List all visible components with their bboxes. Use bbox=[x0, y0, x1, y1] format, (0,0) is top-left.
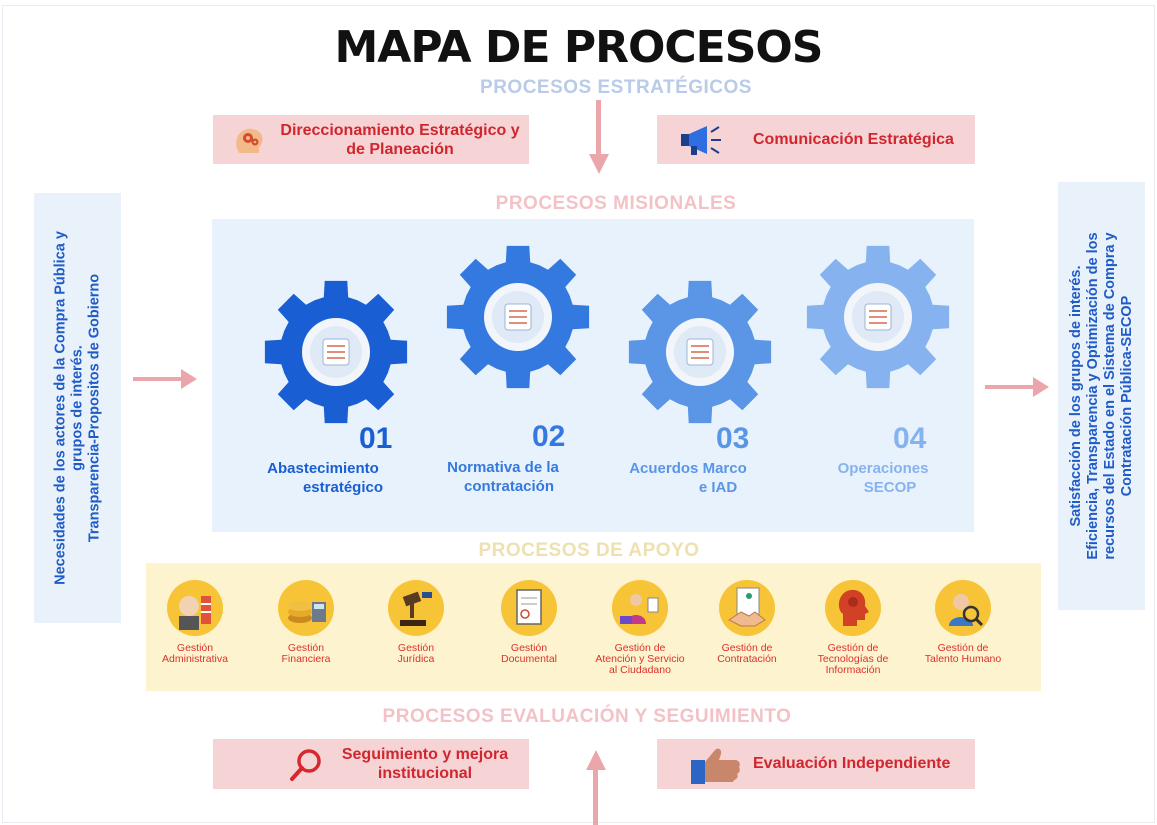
gear-acuerdos bbox=[625, 277, 775, 427]
apoyo-label-line: Gestión bbox=[176, 642, 214, 654]
section-title-apoyo: PROCESOS DE APOYO bbox=[478, 540, 700, 561]
apoyo-label-line: Gestión bbox=[510, 642, 548, 654]
process-label: Evaluación Independiente bbox=[753, 755, 951, 772]
outputs-panel: Satisfacción de los grupos de interés. E… bbox=[1058, 182, 1145, 610]
document-list-icon bbox=[492, 291, 544, 343]
thumbs-up-icon bbox=[691, 748, 740, 784]
process-label-acuerdos: Acuerdos Marco e IAD bbox=[608, 459, 768, 497]
apoyo-label-line: al Ciudadano bbox=[609, 664, 671, 676]
process-label-normativa: Normativa de la contratación bbox=[423, 458, 583, 496]
ai-head-icon bbox=[825, 580, 881, 636]
apoyo-label-line: Gestión de bbox=[827, 642, 879, 654]
process-label-line: institucional bbox=[377, 765, 473, 782]
apoyo-label-line: Gestión bbox=[397, 642, 435, 654]
process-label: Comunicación Estratégica bbox=[753, 131, 954, 148]
process-number: 04 bbox=[893, 422, 927, 455]
gavel-icon bbox=[388, 580, 444, 636]
contract-handshake-icon bbox=[719, 580, 775, 636]
apoyo-label-line: Administrativa bbox=[162, 653, 228, 665]
process-box-direccionamiento: Direccionamiento Estratégico y de Planea… bbox=[213, 115, 529, 164]
process-label-line: Abastecimiento bbox=[267, 460, 379, 477]
wind-energy-icon bbox=[310, 326, 362, 378]
apoyo-item-atencion: Gestión de Atención y Servicio al Ciudad… bbox=[590, 580, 690, 676]
process-label-line: estratégico bbox=[302, 479, 384, 496]
magnifier-person-icon bbox=[935, 580, 991, 636]
operator-icon bbox=[852, 291, 904, 343]
process-label-line: Seguimiento y mejora bbox=[341, 746, 509, 763]
page-title: MAPA DE PROCESOS bbox=[334, 22, 824, 73]
arrow-up bbox=[593, 770, 598, 825]
apoyo-label-line: Jurídica bbox=[397, 653, 435, 665]
arrow-right-input bbox=[133, 369, 197, 389]
apoyo-item-documental: Gestión Documental bbox=[479, 580, 579, 665]
section-title-misionales: PROCESOS MISIONALES bbox=[495, 193, 737, 214]
gear-abastecimiento bbox=[261, 277, 411, 427]
process-label-line: e IAD bbox=[698, 479, 738, 496]
arrow-down-head bbox=[589, 154, 609, 174]
apoyo-label-line: Información bbox=[825, 664, 881, 676]
handshake-icon bbox=[674, 326, 726, 378]
process-label-line: Normativa de la bbox=[447, 459, 559, 476]
gear-operaciones bbox=[803, 242, 953, 392]
inputs-panel: Necesidades de los actores de la Compra … bbox=[34, 193, 121, 623]
process-box-comunicacion: Comunicación Estratégica bbox=[657, 115, 975, 164]
apoyo-item-talento: Gestión de Talento Humano bbox=[913, 580, 1013, 665]
page-frame bbox=[2, 5, 1155, 823]
process-number: 03 bbox=[716, 422, 750, 455]
apoyo-label-line: Documental bbox=[500, 653, 558, 665]
apoyo-label-line: Atención y Servicio bbox=[595, 653, 685, 665]
process-label-line: Direccionamiento Estratégico y bbox=[280, 122, 520, 139]
process-label-operaciones: Operaciones SECOP bbox=[803, 459, 963, 497]
arrow-down bbox=[596, 100, 601, 156]
apoyo-label-line: Gestión de bbox=[721, 642, 773, 654]
apoyo-item-juridica: Gestión Jurídica bbox=[366, 580, 466, 665]
apoyo-label-line: Financiera bbox=[281, 653, 331, 665]
process-label-abastecimiento: Abastecimiento estratégico bbox=[243, 459, 403, 497]
section-title-estrategicos: PROCESOS ESTRATÉGICOS bbox=[480, 77, 752, 98]
apoyo-label-line: Gestión de bbox=[614, 642, 666, 654]
section-title-evaluacion: PROCESOS EVALUACIÓN Y SEGUIMIENTO bbox=[382, 706, 792, 727]
apoyo-label-line: Tecnologías de bbox=[817, 653, 889, 665]
process-label-line: Operaciones bbox=[837, 460, 929, 477]
process-box-seguimiento: Seguimiento y mejora institucional bbox=[213, 739, 529, 789]
customer-service-icon bbox=[612, 580, 668, 636]
process-number: 02 bbox=[532, 420, 566, 453]
magnifier-icon bbox=[290, 749, 321, 781]
process-number: 01 bbox=[359, 422, 393, 455]
document-icon bbox=[501, 580, 557, 636]
apoyo-item-contratacion: Gestión de Contratación bbox=[697, 580, 797, 665]
process-label-line: contratación bbox=[463, 478, 554, 495]
apoyo-label-line: Gestión de bbox=[937, 642, 989, 654]
process-label-line: SECOP bbox=[863, 479, 917, 496]
apoyo-label-line: Talento Humano bbox=[924, 653, 1002, 665]
apoyo-item-administrativa: Gestión Administrativa bbox=[145, 580, 245, 665]
apoyo-label-line: Gestión bbox=[287, 642, 325, 654]
gear-normativa bbox=[443, 242, 593, 392]
process-box-evaluacion: Evaluación Independiente bbox=[657, 739, 975, 789]
apoyo-label-line: Contratación bbox=[717, 653, 777, 665]
brain-gears-icon bbox=[236, 128, 263, 153]
process-label-line: de Planeación bbox=[346, 141, 454, 158]
apoyo-item-financiera: Gestión Financiera bbox=[256, 580, 356, 665]
arrow-right-output bbox=[985, 377, 1049, 397]
apoyo-item-tecnologias: Gestión de Tecnologías de Información bbox=[803, 580, 903, 676]
megaphone-icon bbox=[681, 126, 721, 155]
coins-calculator-icon bbox=[278, 580, 334, 636]
admin-gears-icon bbox=[167, 580, 223, 636]
process-label-line: Acuerdos Marco bbox=[629, 460, 747, 477]
arrow-up-head bbox=[586, 750, 606, 770]
